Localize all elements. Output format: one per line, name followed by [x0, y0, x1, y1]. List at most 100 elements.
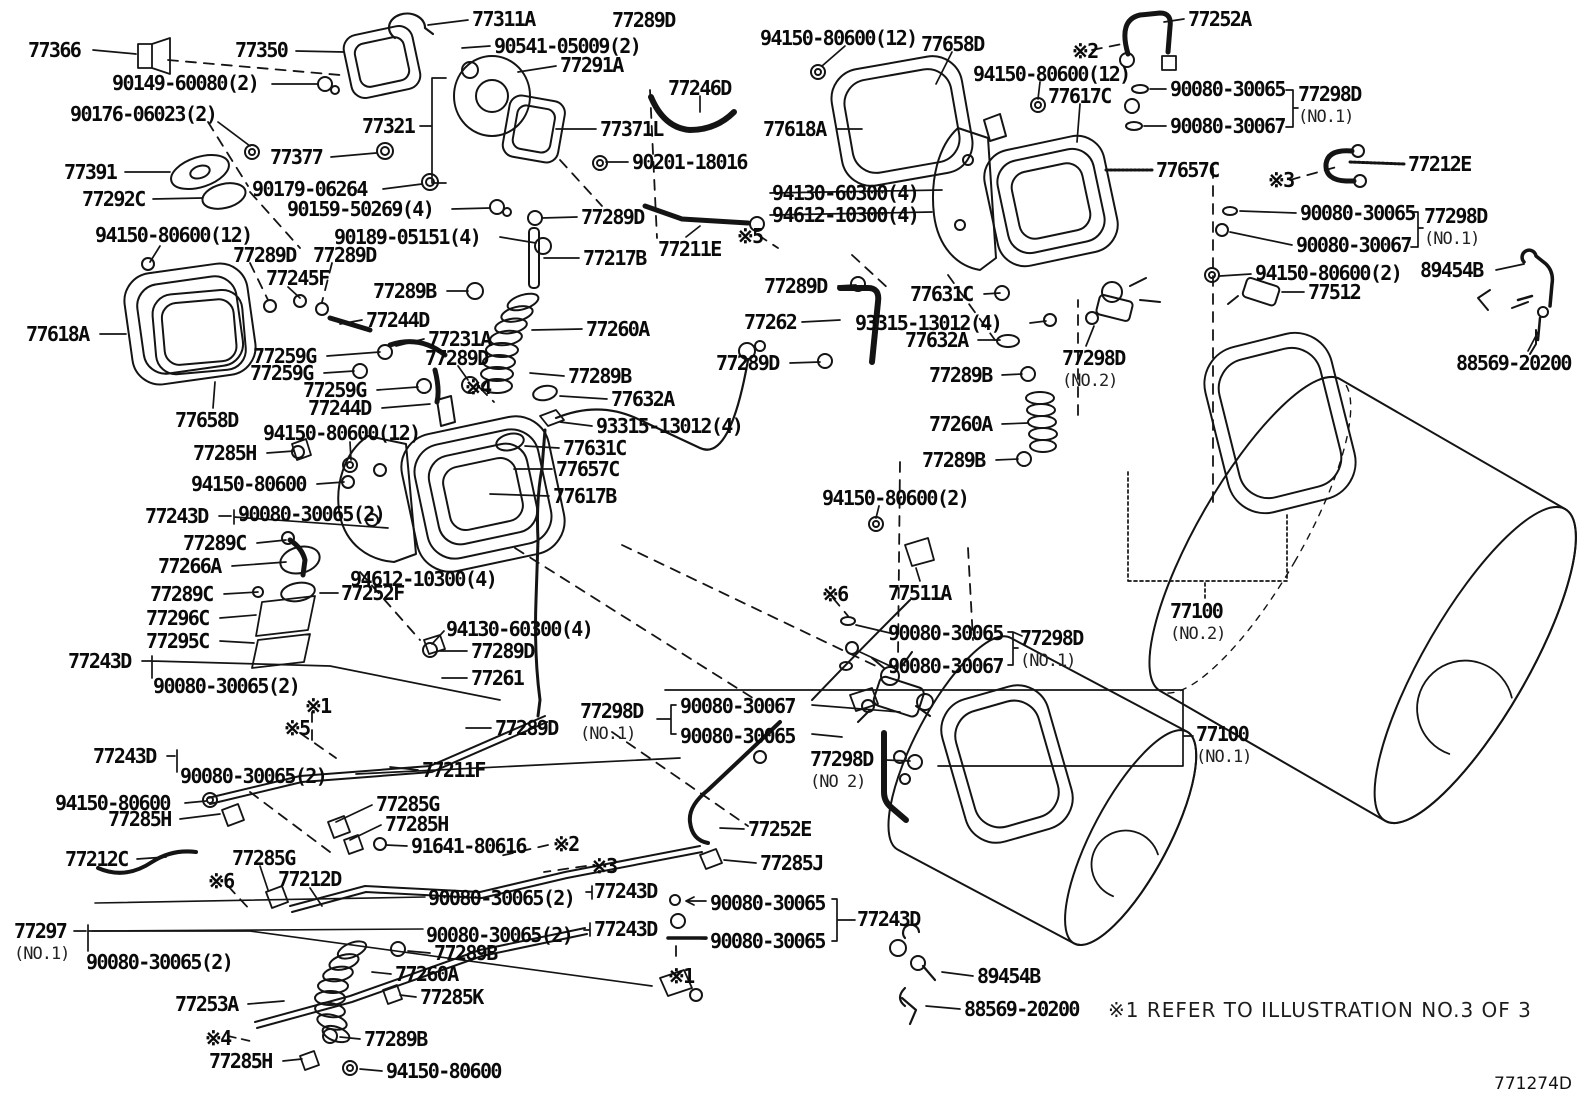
- part-label: 94150-80600(12): [95, 223, 253, 247]
- part-label: 77298D(NO.1): [1424, 204, 1488, 249]
- part-label: 94150-80600(2): [822, 486, 970, 510]
- part-label: 77298D(NO.1): [1298, 82, 1362, 127]
- part-label: ※2: [1072, 39, 1099, 63]
- part-label: 77291A: [560, 53, 624, 77]
- part-label: 77298D(NO.1): [1020, 626, 1084, 671]
- part-label: 77266A: [158, 554, 222, 578]
- part-label: 90080-30065(2): [86, 950, 234, 974]
- part-label: 77632A: [611, 387, 675, 411]
- part-label: 77366: [28, 38, 82, 62]
- part-label: ※2: [553, 832, 580, 856]
- part-label: 77243D: [145, 504, 209, 528]
- part-label: 77243D: [594, 879, 658, 903]
- part-label: 90080-30067: [1170, 114, 1286, 138]
- part-label: ※6: [822, 582, 849, 606]
- part-label: 77285H: [108, 807, 172, 831]
- part-label: 89454B: [977, 964, 1041, 988]
- part-label: 90080-30065: [1300, 201, 1416, 225]
- part-label: 77289B: [434, 941, 498, 965]
- part-label: 94150-80600: [191, 472, 307, 496]
- part-label: 77253A: [175, 992, 239, 1016]
- part-label: 77658D: [921, 32, 985, 56]
- part-label: 89454B: [1420, 258, 1484, 282]
- part-label: 77285H: [385, 812, 449, 836]
- part-label: 94150-80600(12): [973, 62, 1131, 86]
- part-label: 90080-30065: [888, 621, 1004, 645]
- part-label: 77260A: [929, 412, 993, 436]
- part-label: 77658D: [175, 408, 239, 432]
- part-label-sub: (NO.1): [14, 944, 70, 964]
- part-label: 77377: [270, 145, 324, 169]
- part-label: 90080-30065(2): [428, 886, 576, 910]
- part-label: ※1: [668, 964, 695, 988]
- part-label: 88569-20200: [1456, 351, 1572, 375]
- part-label: 77289D: [471, 639, 535, 663]
- part-label: 77289B: [922, 448, 986, 472]
- part-label: ※5: [284, 716, 311, 740]
- part-label: 77371L: [600, 117, 664, 141]
- part-label: 77259G: [250, 361, 314, 385]
- part-label: 77289D: [764, 274, 828, 298]
- part-label: 77295C: [146, 629, 210, 653]
- part-label: ※1: [305, 694, 332, 718]
- part-label: ※4: [465, 375, 492, 399]
- drawing-number: 771274D: [1494, 1074, 1572, 1094]
- part-label: 77262: [744, 310, 798, 334]
- part-label: 90080-30065(2): [238, 502, 386, 526]
- part-label: 77296C: [146, 606, 210, 630]
- part-label: 90080-30065(2): [180, 764, 328, 788]
- part-label: 77321: [362, 114, 416, 138]
- part-label: 90080-30067: [888, 654, 1004, 678]
- part-label: ※5: [737, 224, 764, 248]
- part-label: 94612-10300(4): [350, 567, 498, 591]
- part-label: ※3: [591, 854, 618, 878]
- part-label: 77259G: [303, 378, 367, 402]
- part-label: 90080-30065: [1170, 77, 1286, 101]
- center-assembly: [400, 415, 566, 573]
- part-label: 77212E: [1408, 152, 1472, 176]
- part-label: 77298D(NO.2): [1062, 346, 1126, 391]
- part-label: 77243D: [93, 744, 157, 768]
- part-label: 77212C: [65, 847, 129, 871]
- part-label-sub: (NO.1): [580, 724, 636, 744]
- part-label: 93315-13012(4): [855, 311, 1003, 335]
- part-label: 77285H: [209, 1049, 273, 1073]
- tank-no2-gasket: [1203, 331, 1357, 515]
- part-label: 77512: [1308, 280, 1362, 304]
- part-label: 77618A: [26, 322, 90, 346]
- part-label: 77289D: [425, 346, 489, 370]
- part-label-sub: (NO 2): [810, 772, 866, 792]
- part-label: 90201-18016: [632, 150, 748, 174]
- part-label: 77211F: [422, 758, 486, 782]
- part-label: 77297(NO.1): [14, 919, 70, 964]
- part-label: 77631C: [563, 436, 627, 460]
- part-label: 77252E: [748, 817, 812, 841]
- part-label: 94130-60300(4): [772, 181, 920, 205]
- left-gasket-rings: [123, 262, 257, 386]
- part-label: 77632A: [905, 328, 969, 352]
- part-label: 77217B: [583, 246, 647, 270]
- part-label: 94150-80600: [55, 791, 171, 815]
- part-label: ※6: [208, 869, 235, 893]
- part-label: 77261: [471, 666, 525, 690]
- part-label: 77285K: [420, 985, 484, 1009]
- part-label: 77244D: [308, 396, 372, 420]
- part-label: 77289B: [568, 364, 632, 388]
- part-label: 77289D: [495, 716, 559, 740]
- part-label: 77657C: [1156, 158, 1220, 182]
- fuel-tank-no1: [887, 635, 1198, 947]
- part-label: 90179-06264: [252, 177, 368, 201]
- part-label: 77657C: [556, 457, 620, 481]
- part-label: 90080-30065: [710, 929, 826, 953]
- part-label: 77350: [235, 38, 289, 62]
- part-label: 77298D(NO 2): [810, 747, 874, 792]
- part-label: 90080-30067: [1296, 233, 1412, 257]
- fuel-tank-no2: [1148, 375, 1577, 825]
- part-label: 77289B: [373, 279, 437, 303]
- part-label: 77289D: [612, 8, 676, 32]
- part-label: 90541-05009(2): [494, 34, 642, 58]
- part-label: 77289D: [233, 243, 297, 267]
- part-label: 77289B: [929, 363, 993, 387]
